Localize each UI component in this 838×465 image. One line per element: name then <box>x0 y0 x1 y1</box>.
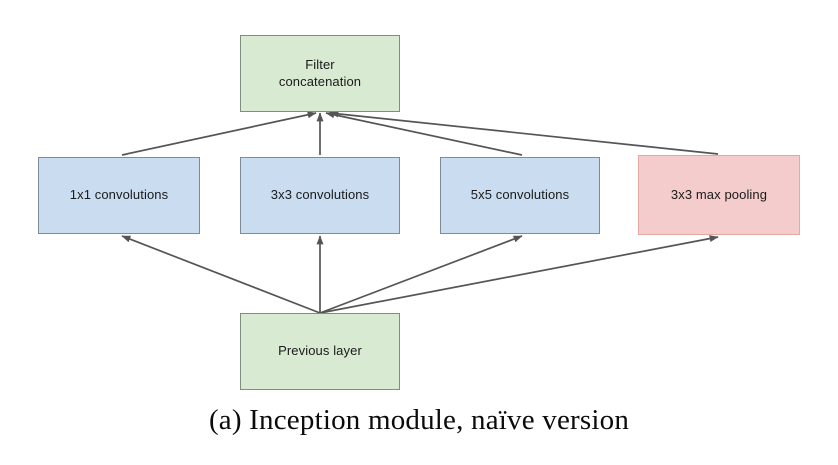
edge-maxpool-to-concat <box>329 110 719 155</box>
node-conv-1x1-label: 1x1 convolutions <box>69 187 169 203</box>
edge-1x1-to-concat <box>121 111 317 156</box>
edge-previous-to-maxpool <box>319 235 719 314</box>
node-conv-3x3-label: 3x3 convolutions <box>270 187 370 203</box>
edge-previous-to-1x1 <box>121 235 321 314</box>
node-conv-5x5-label: 5x5 convolutions <box>470 187 570 203</box>
node-filter-concatenation-label: Filter concatenation <box>278 56 362 89</box>
figure-caption: (a) Inception module, naïve version <box>208 404 630 436</box>
node-conv-1x1[interactable]: 1x1 convolutions <box>38 157 200 234</box>
node-conv-5x5[interactable]: 5x5 convolutions <box>440 157 600 234</box>
edge-previous-to-5x5 <box>319 235 523 314</box>
node-previous-layer[interactable]: Previous layer <box>240 313 400 390</box>
node-previous-layer-label: Previous layer <box>278 343 362 359</box>
node-filter-concatenation[interactable]: Filter concatenation <box>240 35 400 112</box>
node-conv-3x3[interactable]: 3x3 convolutions <box>240 157 400 234</box>
edge-5x5-to-concat <box>325 111 523 156</box>
node-max-pool-3x3[interactable]: 3x3 max pooling <box>638 155 800 235</box>
node-max-pool-3x3-label: 3x3 max pooling <box>670 186 768 202</box>
